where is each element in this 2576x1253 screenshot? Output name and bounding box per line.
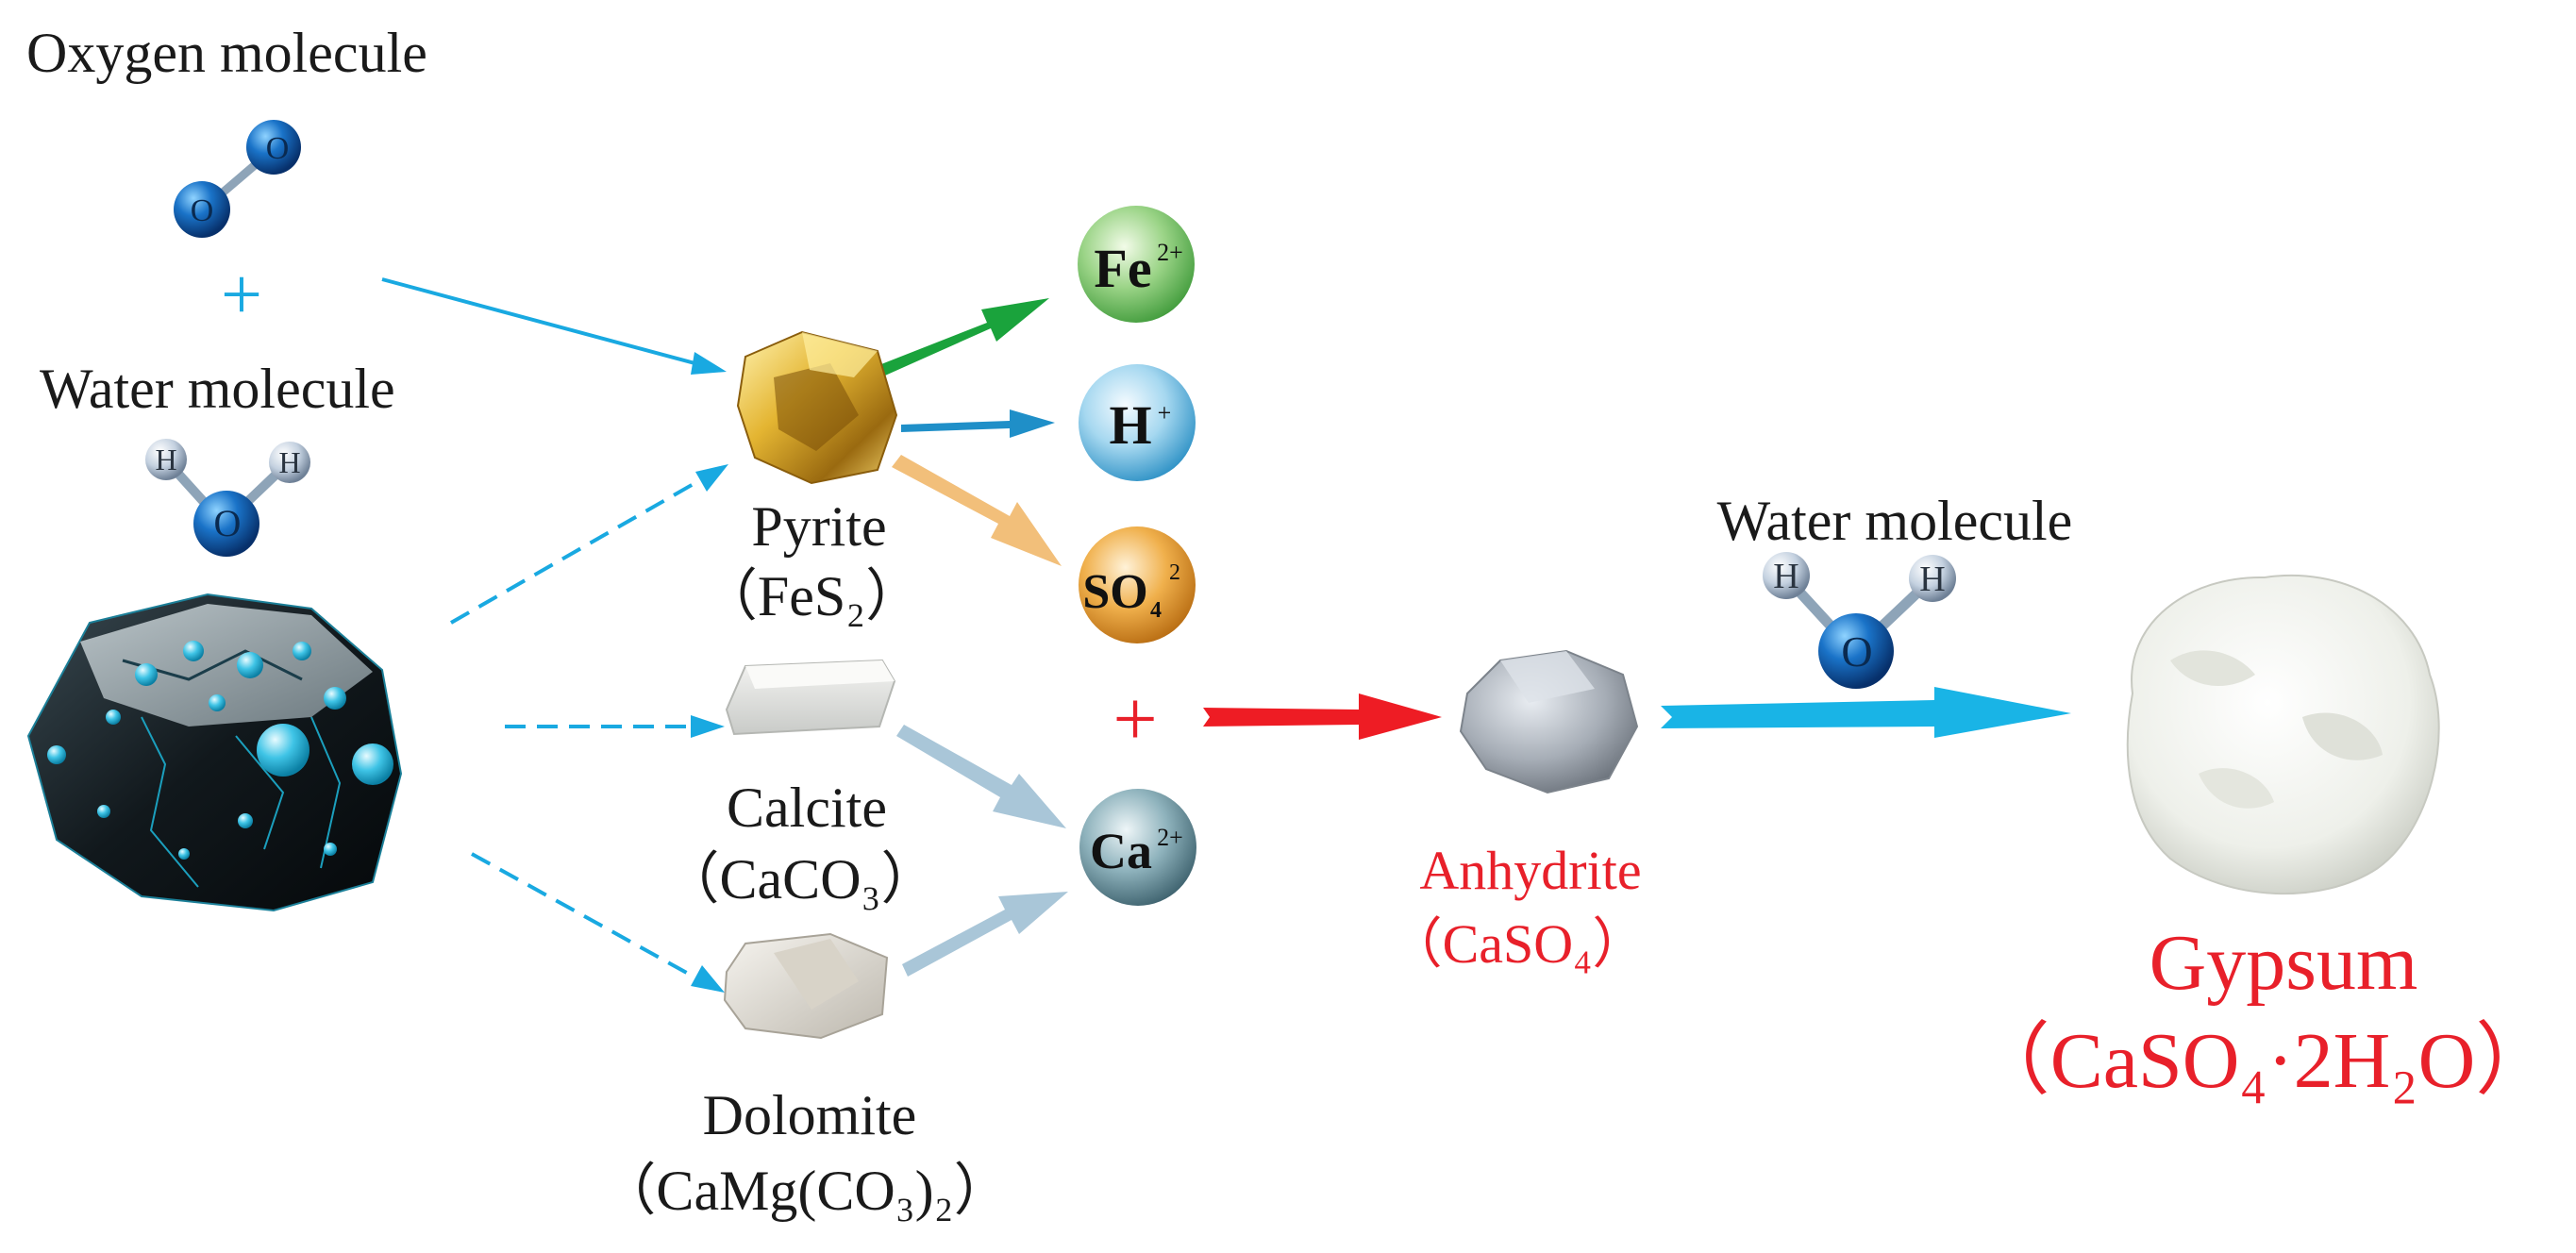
oxygen-molecule: O O bbox=[174, 120, 301, 238]
fe-ion-symbol: Fe bbox=[1094, 238, 1151, 299]
hydrogen-atom-left bbox=[145, 439, 187, 480]
pyrite-formula: （FeS₂） bbox=[701, 565, 922, 627]
dolomite-label: Dolomite bbox=[703, 1084, 917, 1146]
arrow-rock-to-dolomite bbox=[471, 852, 725, 993]
text-labels: Oxygen molecule Water molecule Pyrite （F… bbox=[26, 22, 2554, 1222]
water-molecule-right: H H O bbox=[1763, 552, 1956, 689]
oxygen-label-water-right: O bbox=[1841, 627, 1872, 676]
arrow-calcite-to-ca bbox=[896, 725, 1066, 828]
arrow-anhydrite-to-gypsum bbox=[1661, 687, 2071, 738]
ca-ion-symbol: Ca bbox=[1090, 823, 1152, 879]
gypsum-crystal-image bbox=[2126, 574, 2440, 895]
hydrogen-label-left-right-molecule: H bbox=[1773, 557, 1798, 596]
hydrogen-label-left: H bbox=[155, 443, 176, 476]
arrow-pyrite-to-h bbox=[901, 409, 1055, 438]
calcite-label: Calcite bbox=[727, 777, 887, 839]
water-molecule-right-label: Water molecule bbox=[1717, 490, 2073, 552]
hydrogen-atom-right-right-molecule bbox=[1909, 555, 1956, 602]
calcite-crystal-image bbox=[725, 659, 896, 736]
hydrogen-label-right-right-molecule: H bbox=[1919, 560, 1945, 599]
so4-ion-subscript: 4 bbox=[1150, 598, 1162, 623]
so4-ion-charge: 2 bbox=[1169, 560, 1180, 585]
h-ion: H + bbox=[1079, 364, 1196, 481]
oxygen-molecule-label: Oxygen molecule bbox=[26, 22, 427, 84]
fe-ion-charge: 2+ bbox=[1157, 239, 1183, 266]
water-molecule-left: H H O bbox=[145, 439, 310, 557]
pyrite-label: Pyrite bbox=[751, 495, 886, 558]
h-ion-symbol: H bbox=[1109, 394, 1151, 456]
arrow-ions-to-anhydrite bbox=[1203, 693, 1442, 740]
arrow-pyrite-to-so4 bbox=[892, 455, 1062, 566]
arrows bbox=[381, 277, 2071, 993]
plus-sign-center: + bbox=[1112, 676, 1157, 763]
oxygen-label-water-left: O bbox=[214, 502, 242, 544]
dolomite-formula: （CaMg(CO₃)₂） bbox=[599, 1160, 1010, 1222]
water-molecule-left-label: Water molecule bbox=[40, 358, 395, 420]
dolomite-crystal-image bbox=[723, 932, 889, 1040]
oxygen-atom-water-left bbox=[193, 491, 259, 557]
anhydrite-label: Anhydrite bbox=[1419, 840, 1641, 901]
so4-ion: SO 4 2 bbox=[1079, 526, 1196, 643]
anhydrite-crystal-image bbox=[1459, 649, 1639, 794]
hydrogen-atom-left-right-molecule bbox=[1763, 552, 1810, 599]
wet-rock-image bbox=[26, 593, 403, 912]
arrow-reactants-to-pyrite bbox=[381, 277, 727, 375]
arrow-pyrite-to-fe bbox=[881, 298, 1049, 376]
arrow-dolomite-to-ca bbox=[902, 892, 1068, 977]
oxygen-atom-top bbox=[246, 120, 301, 175]
oxygen-atom-water-right bbox=[1818, 613, 1894, 689]
arrow-rock-to-calcite bbox=[505, 715, 725, 738]
oxygen-atom-top-label: O bbox=[266, 131, 290, 166]
gypsum-label: Gypsum bbox=[2149, 919, 2418, 1007]
anhydrite-formula: （CaSO₄） bbox=[1388, 913, 1648, 975]
hydrogen-label-right: H bbox=[278, 445, 300, 479]
so4-ion-symbol: SO bbox=[1082, 565, 1147, 619]
hydrogen-atom-right bbox=[269, 442, 310, 483]
ca-ion-charge: 2+ bbox=[1157, 824, 1183, 851]
fe-ion: Fe 2+ bbox=[1078, 206, 1195, 323]
h-ion-charge: + bbox=[1158, 399, 1172, 426]
oxygen-atom-bottom bbox=[174, 181, 230, 238]
gypsum-formula: （CaSO₄·2H₂O） bbox=[1971, 1017, 2555, 1105]
pyrite-crystal-image bbox=[736, 330, 898, 485]
oxygen-atom-bottom-label: O bbox=[191, 193, 214, 228]
ca-ion: Ca 2+ bbox=[1079, 789, 1196, 906]
calcite-formula: （CaCO₃） bbox=[663, 848, 938, 911]
arrow-rock-to-pyrite bbox=[450, 464, 728, 625]
plus-sign-left: + bbox=[221, 253, 262, 335]
